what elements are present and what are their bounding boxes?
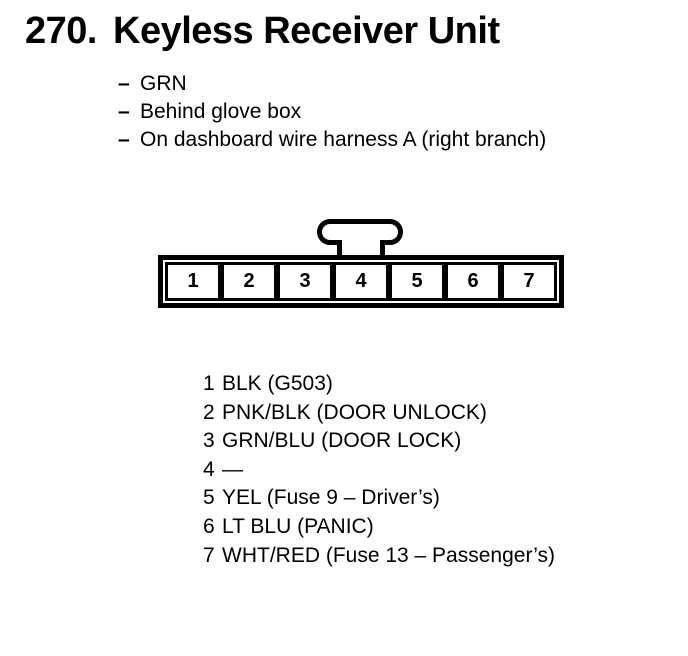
pinout-description: PNK/BLK (DOOR UNLOCK) — [222, 400, 487, 424]
pin-number: 1 — [187, 270, 199, 292]
connector-pin-cell: 1 — [165, 262, 221, 301]
pinout-row: 1 BLK (G503) — [203, 370, 555, 399]
pinout-pin-number: 7 — [203, 543, 215, 567]
note-item: – GRN — [118, 70, 546, 98]
connector-pin-cell: 4 — [333, 262, 389, 301]
pinout-row: 5 YEL (Fuse 9 – Driver’s) — [203, 484, 555, 513]
pinout-pin-number: 6 — [203, 514, 215, 538]
item-number: 270. — [25, 10, 97, 52]
pinout-description: LT BLU (PANIC) — [222, 514, 374, 538]
pinout-description: — — [222, 457, 243, 481]
notes-list: – GRN – Behind glove box – On dashboard … — [118, 70, 546, 154]
title-text: Keyless Receiver Unit — [113, 10, 500, 52]
pinout-description: WHT/RED (Fuse 13 – Passenger’s) — [222, 543, 555, 567]
pin-number: 4 — [355, 270, 367, 292]
note-text: Behind glove box — [140, 100, 302, 123]
pin-number: 7 — [523, 270, 535, 292]
pinout-row: 2 PNK/BLK (DOOR UNLOCK) — [203, 399, 555, 428]
pinout-pin-number: 5 — [203, 486, 215, 510]
connector-pin-cell: 2 — [221, 262, 277, 301]
pinout-row: 7 WHT/RED (Fuse 13 – Passenger’s) — [203, 542, 555, 571]
note-text: GRN — [140, 72, 187, 95]
note-text: On dashboard wire harness A (right branc… — [140, 128, 547, 151]
pinout-description: BLK (G503) — [222, 372, 333, 395]
pinout-row: 3 GRN/BLU (DOOR LOCK) — [203, 427, 555, 456]
connector-body: 1 2 3 4 5 6 — [158, 255, 564, 308]
pinout-description: GRN/BLU (DOOR LOCK) — [222, 429, 462, 453]
connector-latch-stem-icon — [337, 240, 385, 255]
pin-number: 3 — [299, 270, 311, 292]
connector-pin-cell: 3 — [277, 262, 333, 301]
pinout-pin-number: 3 — [203, 429, 215, 453]
connector-pin-cell: 6 — [445, 262, 501, 301]
pin-number: 5 — [411, 270, 423, 292]
connector-latch-tab-icon — [317, 219, 403, 245]
pin-number: 2 — [243, 270, 255, 292]
connector-pin-cell: 5 — [389, 262, 445, 301]
pinout-pin-number: 2 — [203, 400, 215, 424]
bullet-dash-icon: – — [118, 72, 130, 95]
bullet-dash-icon: – — [118, 128, 130, 151]
pin-number: 6 — [467, 270, 479, 292]
pinout-pin-number: 4 — [203, 457, 215, 481]
note-item: – On dashboard wire harness A (right bra… — [118, 126, 546, 154]
connector-pin-cell: 7 — [501, 262, 557, 301]
pinout-description: YEL (Fuse 9 – Driver’s) — [222, 486, 440, 510]
pinout-row: 6 LT BLU (PANIC) — [203, 513, 555, 542]
note-item: – Behind glove box — [118, 98, 546, 126]
pinout-row: 4 — — [203, 456, 555, 485]
bullet-dash-icon: – — [118, 100, 130, 123]
pinout-list: 1 BLK (G503) 2 PNK/BLK (DOOR UNLOCK) 3 G… — [203, 370, 555, 570]
pinout-pin-number: 1 — [203, 372, 215, 395]
page-title: 270. Keyless Receiver Unit — [25, 10, 500, 53]
